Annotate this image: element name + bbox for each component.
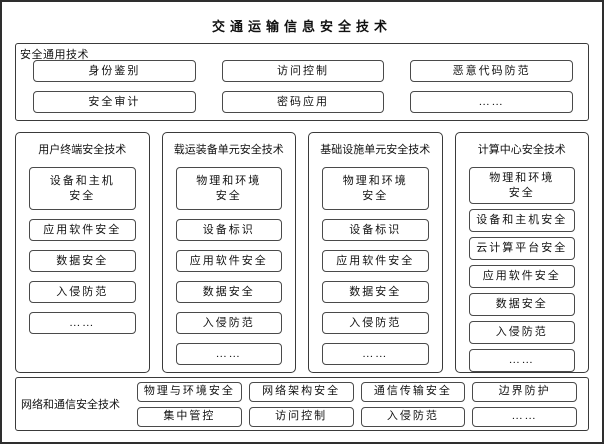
- node-intrusion-prevention: 入侵防范: [360, 406, 466, 427]
- column-user-terminal: 用户终端安全技术 设备和主机 安全 应用软件安全 数据安全 入侵防范 ……: [15, 132, 150, 373]
- node-device-host-security: 设备和主机安全: [468, 209, 575, 232]
- node-device-host-security: 设备和主机 安全: [29, 167, 136, 210]
- node-ellipsis: ……: [175, 343, 282, 365]
- node-access-control: 访问控制: [221, 60, 385, 82]
- diagram-title: 交通运输信息安全技术: [211, 19, 392, 34]
- column-title: 用户终端安全技术: [38, 144, 127, 156]
- node-ellipsis: ……: [472, 406, 577, 427]
- section-domain-columns: 用户终端安全技术 设备和主机 安全 应用软件安全 数据安全 入侵防范 …… 载运…: [15, 132, 589, 373]
- node-data-security: 数据安全: [175, 281, 282, 303]
- node-intrusion-prevention: 入侵防范: [468, 321, 575, 344]
- node-data-security: 数据安全: [322, 281, 429, 303]
- node-cryptography-application: 密码应用: [221, 91, 385, 113]
- section-network-communication: 网络和通信安全技术 物理与环境安全 网络架构安全 通信传输安全 边界防护 集中管…: [15, 377, 589, 431]
- node-device-identification: 设备标识: [322, 219, 429, 241]
- column-title: 基础设施单元安全技术: [320, 144, 431, 156]
- node-identity-authentication: 身份鉴别: [33, 60, 196, 82]
- network-grid: 物理与环境安全 网络架构安全 通信传输安全 边界防护 集中管控 访问控制 入侵防…: [137, 381, 588, 427]
- node-physical-env-security: 物理和环境 安全: [175, 167, 282, 210]
- column-items: 物理和环境 安全 设备标识 应用软件安全 数据安全 入侵防范 ……: [309, 167, 442, 365]
- column-computing-center: 计算中心安全技术 物理和环境 安全 设备和主机安全 云计算平台安全 应用软件安全…: [454, 132, 589, 373]
- general-grid: 身份鉴别 访问控制 恶意代码防范 安全审计 密码应用 ……: [33, 60, 573, 113]
- node-physical-env-security: 物理与环境安全: [137, 381, 242, 402]
- node-communication-transmission-security: 通信传输安全: [360, 381, 466, 402]
- section-network-label: 网络和通信安全技术: [21, 399, 120, 411]
- node-app-software-security: 应用软件安全: [175, 250, 282, 272]
- column-items: 设备和主机 安全 应用软件安全 数据安全 入侵防范 ……: [16, 167, 149, 334]
- node-network-architecture-security: 网络架构安全: [248, 381, 354, 402]
- section-general-security: 安全通用技术 身份鉴别 访问控制 恶意代码防范 安全审计 密码应用 ……: [15, 43, 589, 121]
- node-ellipsis: ……: [410, 91, 573, 113]
- column-title: 载运装备单元安全技术: [173, 144, 284, 156]
- node-device-identification: 设备标识: [175, 219, 282, 241]
- column-infrastructure-unit: 基础设施单元安全技术 物理和环境 安全 设备标识 应用软件安全 数据安全 入侵防…: [308, 132, 443, 373]
- column-title: 计算中心安全技术: [477, 144, 566, 156]
- node-data-security: 数据安全: [29, 250, 136, 272]
- node-ellipsis: ……: [29, 312, 136, 334]
- node-app-software-security: 应用软件安全: [29, 219, 136, 241]
- node-security-audit: 安全审计: [33, 91, 196, 113]
- node-intrusion-prevention: 入侵防范: [175, 312, 282, 334]
- column-items: 物理和环境 安全 设备标识 应用软件安全 数据安全 入侵防范 ……: [163, 167, 296, 365]
- node-physical-env-security: 物理和环境 安全: [322, 167, 429, 210]
- node-ellipsis: ……: [468, 349, 575, 372]
- node-centralized-management-control: 集中管控: [137, 406, 242, 427]
- node-ellipsis: ……: [322, 343, 429, 365]
- node-intrusion-prevention: 入侵防范: [322, 312, 429, 334]
- node-access-control: 访问控制: [248, 406, 354, 427]
- column-items: 物理和环境 安全 设备和主机安全 云计算平台安全 应用软件安全 数据安全 入侵防…: [456, 167, 589, 372]
- section-general-label: 安全通用技术: [20, 49, 89, 61]
- node-cloud-platform-security: 云计算平台安全: [468, 237, 575, 260]
- node-boundary-protection: 边界防护: [472, 381, 577, 402]
- node-data-security: 数据安全: [468, 293, 575, 316]
- node-malicious-code-prevention: 恶意代码防范: [410, 60, 573, 82]
- node-intrusion-prevention: 入侵防范: [29, 281, 136, 303]
- node-app-software-security: 应用软件安全: [468, 265, 575, 288]
- node-physical-env-security: 物理和环境 安全: [468, 167, 575, 204]
- column-vehicle-equipment-unit: 载运装备单元安全技术 物理和环境 安全 设备标识 应用软件安全 数据安全 入侵防…: [161, 132, 296, 373]
- node-app-software-security: 应用软件安全: [322, 250, 429, 272]
